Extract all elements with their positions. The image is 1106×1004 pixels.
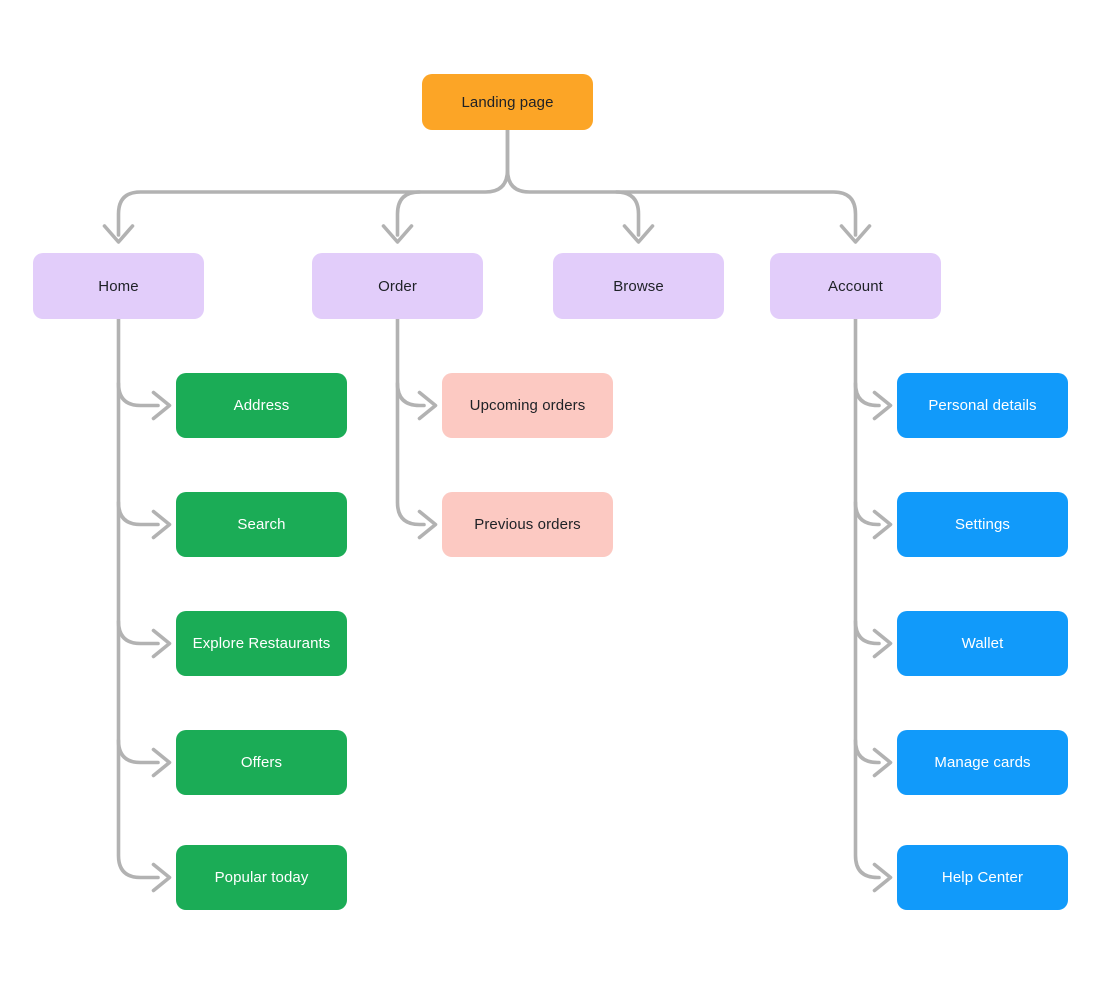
edge-order-upcoming-orders [395, 381, 438, 421]
node-landing-page[interactable]: Landing page [422, 74, 593, 130]
node-help-center[interactable]: Help Center [897, 845, 1068, 910]
edge-account-personal-details [853, 381, 893, 421]
edge-home-search [116, 500, 172, 540]
node-wallet[interactable]: Wallet [897, 611, 1068, 676]
node-personal-details[interactable]: Personal details [897, 373, 1068, 438]
edge-landing-browse [614, 190, 655, 244]
edge-home-address [116, 381, 172, 421]
edge-home-offers [116, 738, 172, 778]
edge-home-popular-today [116, 317, 172, 893]
node-explore-restaurants[interactable]: Explore Restaurants [176, 611, 347, 676]
node-upcoming-orders[interactable]: Upcoming orders [442, 373, 613, 438]
edge-account-settings [853, 500, 893, 540]
edge-landing-home [102, 128, 510, 244]
edge-landing-account [505, 128, 872, 244]
node-popular-today[interactable]: Popular today [176, 845, 347, 910]
node-order[interactable]: Order [312, 253, 483, 319]
node-home[interactable]: Home [33, 253, 204, 319]
node-browse[interactable]: Browse [553, 253, 724, 319]
edge-landing-order [381, 190, 422, 244]
edge-account-manage-cards [853, 738, 893, 778]
edge-order-previous-orders [395, 317, 438, 540]
edge-home-explore-restaurants [116, 619, 172, 659]
node-search[interactable]: Search [176, 492, 347, 557]
node-manage-cards[interactable]: Manage cards [897, 730, 1068, 795]
edge-account-help-center [853, 317, 893, 893]
node-address[interactable]: Address [176, 373, 347, 438]
node-previous-orders[interactable]: Previous orders [442, 492, 613, 557]
node-account[interactable]: Account [770, 253, 941, 319]
node-settings[interactable]: Settings [897, 492, 1068, 557]
edge-account-wallet [853, 619, 893, 659]
node-offers[interactable]: Offers [176, 730, 347, 795]
